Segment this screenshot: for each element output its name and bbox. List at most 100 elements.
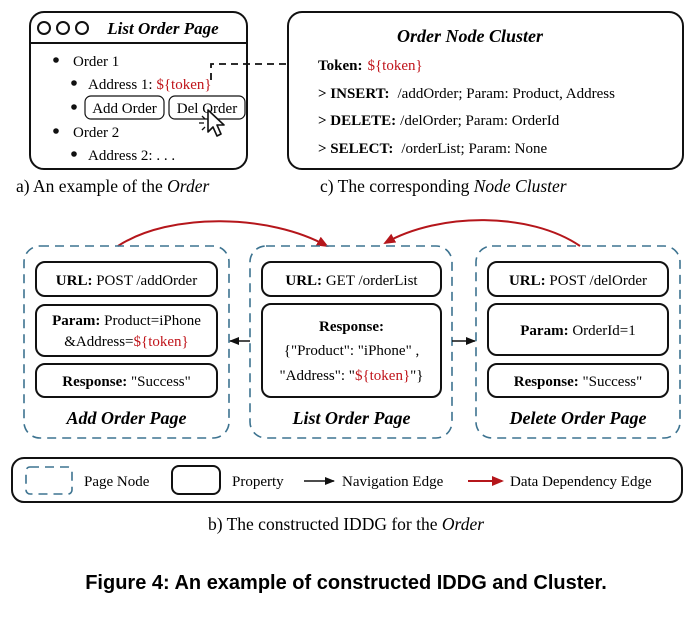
order-page-example: List Order Page Order 1 Address 1: ${tok… xyxy=(29,11,248,170)
list-response-close: "} xyxy=(410,368,423,384)
bullet-icon xyxy=(53,128,59,134)
delete-label: > DELETE: xyxy=(318,113,396,129)
page-node-border xyxy=(249,245,453,439)
caption-b-em: Order xyxy=(442,514,484,534)
add-param-line1: Param: Product=iPhone xyxy=(52,313,201,329)
delete-url-property xyxy=(487,261,669,297)
address-1-token: ${token} xyxy=(156,77,211,93)
list-response-line2: "Address": "${token}"} xyxy=(279,368,423,384)
list-response-address: "Address": " xyxy=(279,368,354,384)
caption-a-text: a) An example of the xyxy=(16,176,167,196)
add-order-button-label: Add Order xyxy=(92,101,157,117)
add-response-text: Response: "Success" xyxy=(62,374,191,390)
bullet-icon xyxy=(71,151,77,157)
delete-value: /delOrder; Param: OrderId xyxy=(400,113,560,129)
token-link-arrow xyxy=(210,60,301,80)
insert-value: /addOrder; Param: Product, Address xyxy=(398,86,616,102)
list-response-label: Response: xyxy=(319,319,384,335)
list-page-title: List Order Page xyxy=(292,408,411,428)
delete-param-value: OrderId=1 xyxy=(569,323,636,339)
node-cluster-box xyxy=(287,11,684,170)
cluster-token-line: Token: ${token} xyxy=(318,58,423,74)
token-label: Token: xyxy=(318,58,362,74)
add-param-address: &Address= xyxy=(64,334,133,350)
caption-b-text: b) The constructed IDDG for the xyxy=(208,514,442,534)
bullet-icon xyxy=(71,80,77,86)
delete-response-text: Response: "Success" xyxy=(514,374,643,390)
delete-order-page-node: URL: POST /delOrder Param: OrderId=1 Res… xyxy=(475,245,681,439)
cluster-select-line: > SELECT:/orderList; Param: None xyxy=(318,141,548,157)
add-param-token: ${token} xyxy=(134,334,189,350)
del-order-button-label: Del Order xyxy=(177,101,237,117)
caption-c-em: Node Cluster xyxy=(473,176,567,196)
data-dependency-edge-delete-to-list xyxy=(383,219,581,247)
address-1-label: Address 1: xyxy=(88,77,156,93)
add-url-label: URL: xyxy=(56,273,93,289)
add-param-line2: &Address=${token} xyxy=(64,334,189,350)
legend-page-node-swatch xyxy=(25,466,73,495)
add-page-title: Add Order Page xyxy=(66,408,187,428)
window-control-maximize-icon[interactable] xyxy=(75,21,89,35)
list-url-text: URL: GET /orderList xyxy=(285,273,418,289)
list-url-property xyxy=(261,261,442,297)
list-response-property xyxy=(261,303,442,398)
delete-param-label: Param: xyxy=(520,323,568,339)
add-order-page-node: URL: POST /addOrder Param: Product=iPhon… xyxy=(23,245,230,439)
list-response-token: ${token} xyxy=(355,368,410,384)
caption-a: a) An example of the Order xyxy=(16,176,209,196)
legend: Page Node Property Navigation Edge Data … xyxy=(11,457,683,503)
delete-url-text: URL: POST /delOrder xyxy=(509,273,647,289)
window-control-minimize-icon[interactable] xyxy=(56,21,70,35)
add-url-text: URL: POST /addOrder xyxy=(56,273,197,289)
data-dependency-edge-add-to-list xyxy=(117,220,329,247)
caption-b: b) The constructed IDDG for the Order xyxy=(208,514,484,534)
delete-param-text: Param: OrderId=1 xyxy=(520,323,636,339)
add-url-property xyxy=(35,261,218,297)
mouse-cursor-icon xyxy=(199,109,225,137)
add-response-value: "Success" xyxy=(127,374,191,390)
add-url-value: POST /addOrder xyxy=(92,273,197,289)
list-url-label: URL: xyxy=(285,273,322,289)
delete-url-value: POST /delOrder xyxy=(546,273,647,289)
list-order-page-node: URL: GET /orderList Response: {"Product"… xyxy=(249,245,453,439)
delete-param-property xyxy=(487,303,669,356)
legend-navigation-edge-label: Navigation Edge xyxy=(342,474,444,490)
window-control-close-icon[interactable] xyxy=(37,21,51,35)
select-value: /orderList; Param: None xyxy=(401,141,547,157)
add-param-property xyxy=(35,304,218,357)
del-order-button[interactable] xyxy=(168,95,246,120)
order-2-label: Order 2 xyxy=(73,125,119,141)
caption-a-em: Order xyxy=(167,176,209,196)
delete-page-title: Delete Order Page xyxy=(509,408,647,428)
legend-page-node-label: Page Node xyxy=(84,474,150,490)
caption-c: c) The corresponding Node Cluster xyxy=(320,176,567,196)
add-response-property xyxy=(35,363,218,398)
bullet-icon xyxy=(53,57,59,63)
legend-data-dependency-edge-label: Data Dependency Edge xyxy=(510,474,652,490)
list-response-line1: {"Product": "iPhone" , xyxy=(284,343,419,359)
cluster-title: Order Node Cluster xyxy=(397,26,544,46)
node-cluster: Order Node Cluster Token: ${token} > INSE… xyxy=(287,11,684,170)
add-param-value: Product=iPhone xyxy=(100,313,201,329)
add-order-button[interactable] xyxy=(84,95,165,120)
delete-response-label: Response: xyxy=(514,374,579,390)
delete-response-property xyxy=(487,363,669,398)
caption-c-text: c) The corresponding xyxy=(320,176,474,196)
insert-label: > INSERT: xyxy=(318,86,390,102)
legend-property-label: Property xyxy=(232,474,284,490)
delete-response-value: "Success" xyxy=(579,374,643,390)
list-url-value: GET /orderList xyxy=(322,273,418,289)
delete-url-label: URL: xyxy=(509,273,546,289)
address-1: Address 1: ${token} xyxy=(88,77,212,93)
add-param-label: Param: xyxy=(52,313,100,329)
token-value: ${token} xyxy=(367,58,422,74)
cluster-insert-line: > INSERT: /addOrder; Param: Product, Addr… xyxy=(318,86,615,102)
address-2: Address 2: . . . xyxy=(88,148,175,164)
order-page-window xyxy=(29,11,248,170)
bullet-icon xyxy=(71,104,77,110)
page-node-border xyxy=(475,245,681,439)
cluster-delete-line: > DELETE:/delOrder; Param: OrderId xyxy=(318,113,560,129)
order-1-label: Order 1 xyxy=(73,54,119,70)
legend-property-swatch xyxy=(171,465,221,495)
